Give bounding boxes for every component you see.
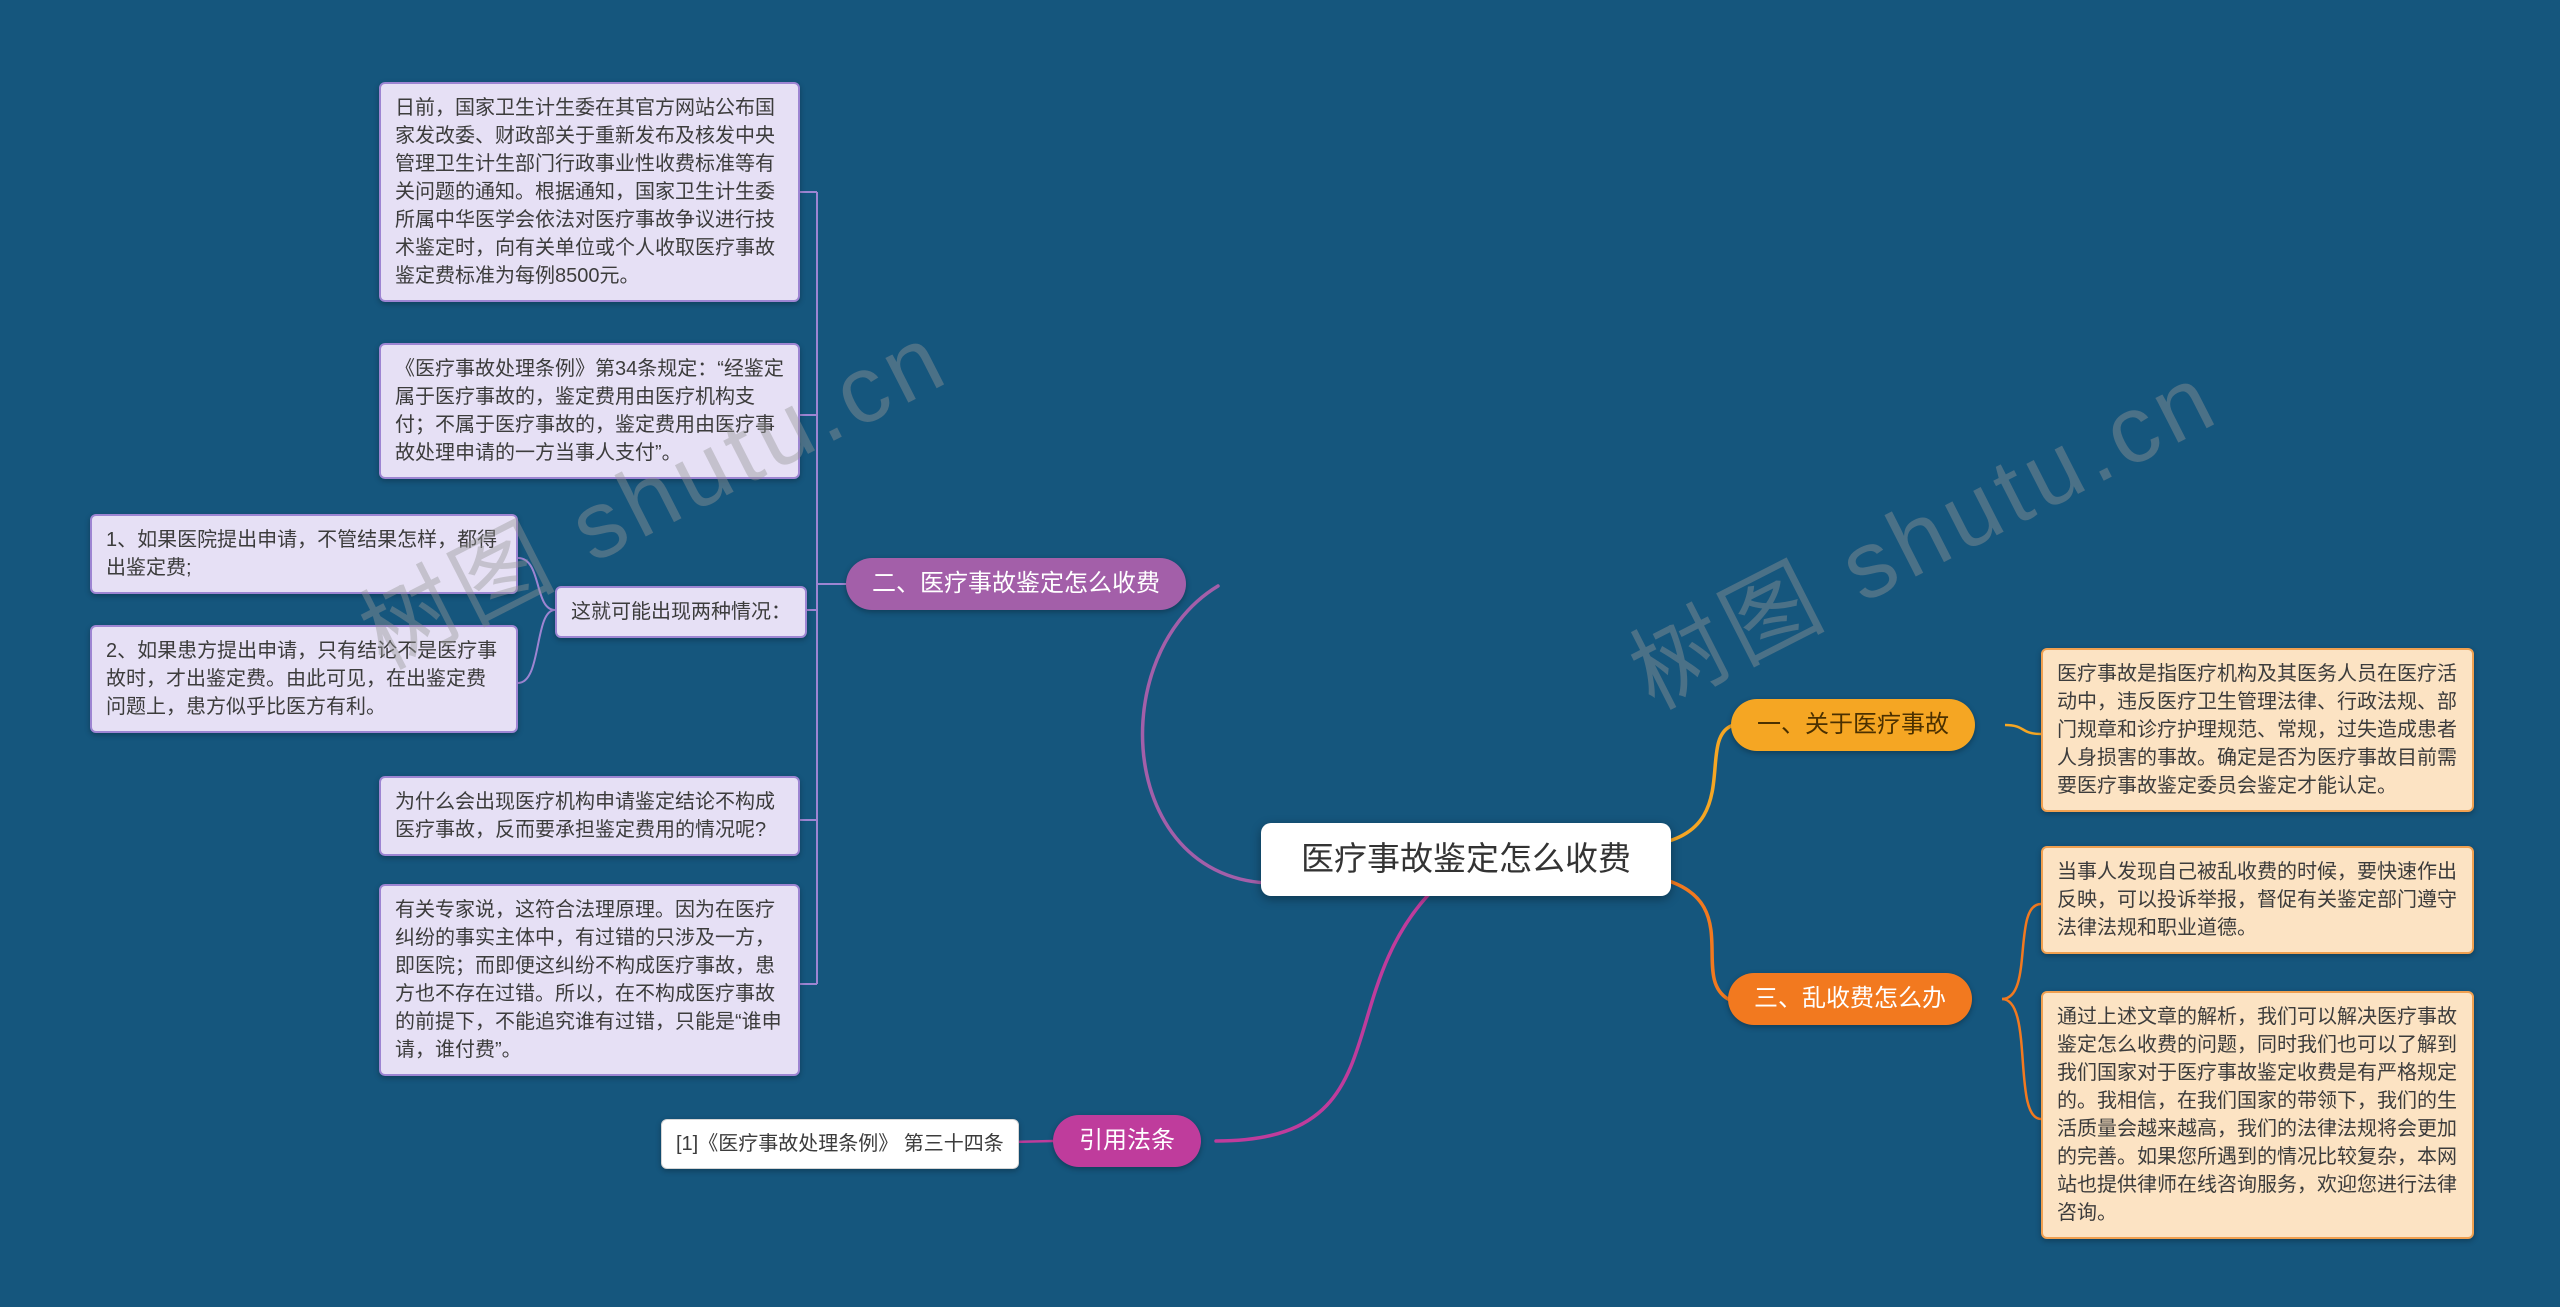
note-summary[interactable]: 通过上述文章的解析，我们可以解决医疗事故鉴定怎么收费的问题，同时我们也可以了解到… xyxy=(2041,991,2474,1239)
note-notice[interactable]: 日前，国家卫生计生委在其官方网站公布国家发改委、财政部关于重新发布及核发中央管理… xyxy=(379,82,800,302)
connector-overcharge-report xyxy=(2001,902,2042,1001)
connector-twocases-case1 xyxy=(517,557,556,611)
connector-overcharge-summary xyxy=(2001,997,2042,1121)
note-expert-opinion[interactable]: 有关专家说，这符合法理原理。因为在医疗纠纷的事实主体中，有过错的只涉及一方，即医… xyxy=(379,884,800,1076)
note-two-cases[interactable]: 这就可能出现两种情况： xyxy=(555,586,807,638)
note-case-patient[interactable]: 2、如果患方提出申请，只有结论不是医疗事故时，才出鉴定费。由此可见，在出鉴定费问… xyxy=(90,625,518,733)
note-report-advice[interactable]: 当事人发现自己被乱收费的时候，要快速作出反映，可以投诉举报，督促有关鉴定部门遵守… xyxy=(2041,846,2474,954)
connector-center-about xyxy=(1648,724,1733,847)
connector-twocases-case2 xyxy=(517,609,556,684)
note-regulation-34[interactable]: 《医疗事故处理条例》第34条规定：“经鉴定属于医疗事故的，鉴定费用由医疗机构支付… xyxy=(379,343,800,479)
branch-law-topic[interactable]: 引用法条 xyxy=(1053,1115,1201,1167)
note-citation[interactable]: [1]《医疗事故处理条例》 第三十四条 xyxy=(661,1119,1019,1169)
connector-center-law xyxy=(1214,891,1432,1143)
branch-overcharge-topic[interactable]: 三、乱收费怎么办 xyxy=(1728,973,1972,1025)
connector-center-fee xyxy=(1140,584,1312,885)
connector-center-overcharge xyxy=(1648,874,1730,1001)
note-definition[interactable]: 医疗事故是指医疗机构及其医务人员在医疗活动中，违反医疗卫生管理法律、行政法规、部… xyxy=(2041,648,2474,812)
connector-law-citation xyxy=(1011,1139,1054,1144)
connector-about-definition xyxy=(2004,723,2042,736)
center-topic[interactable]: 医疗事故鉴定怎么收费 xyxy=(1261,823,1671,896)
note-case-hospital[interactable]: 1、如果医院提出申请，不管结果怎样，都得出鉴定费; xyxy=(90,514,518,594)
note-why-question[interactable]: 为什么会出现医疗机构申请鉴定结论不构成医疗事故，反而要承担鉴定费用的情况呢? xyxy=(379,776,800,856)
branch-about-topic[interactable]: 一、关于医疗事故 xyxy=(1731,699,1975,751)
branch-fee-topic[interactable]: 二、医疗事故鉴定怎么收费 xyxy=(846,558,1186,610)
